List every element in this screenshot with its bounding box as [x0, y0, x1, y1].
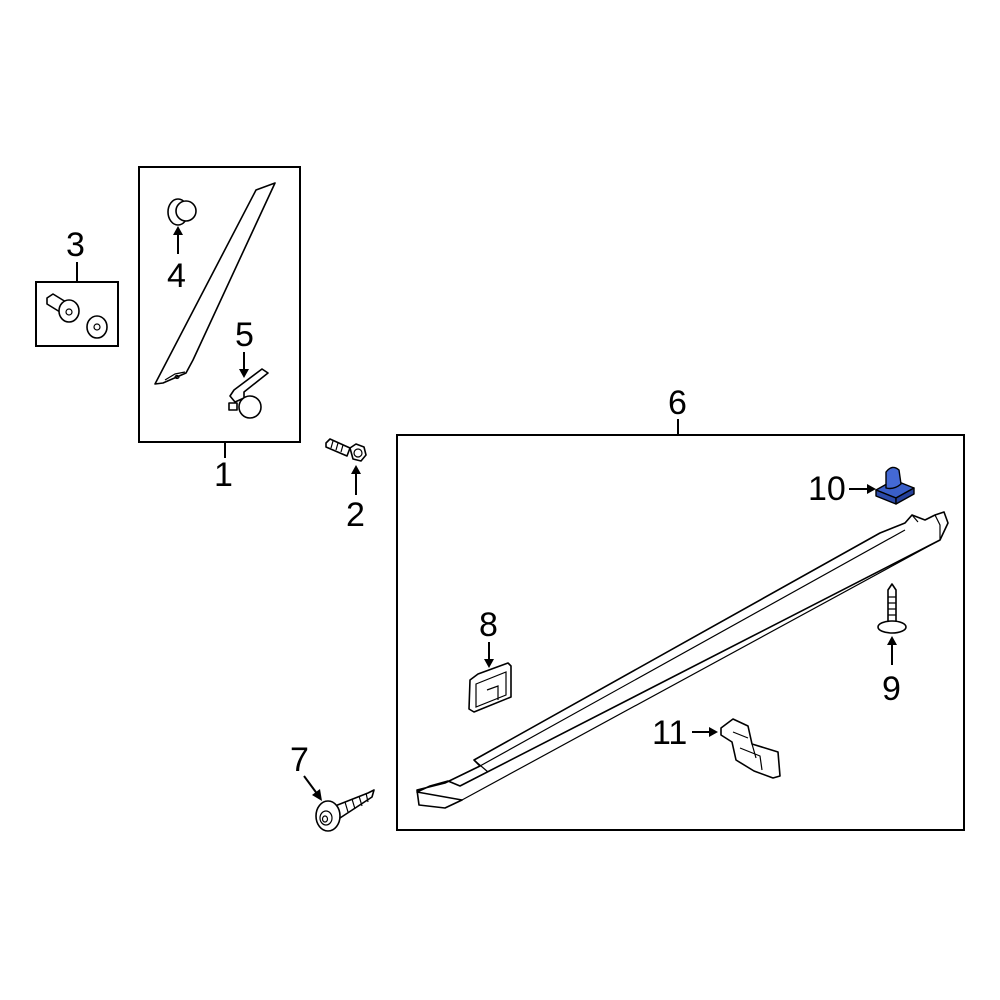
- push-pin-icon: [167, 198, 197, 226]
- pillar-molding-icon: [154, 182, 276, 385]
- part-3-group[interactable]: 3: [35, 226, 119, 347]
- callout-5[interactable]: 5: [235, 316, 254, 354]
- bracket-pad-icon: [468, 662, 512, 713]
- arrowhead-icon: [351, 465, 361, 474]
- tapping-screw-icon: [315, 789, 375, 832]
- retainer-nut-icon: [875, 466, 915, 505]
- callout-7[interactable]: 7: [290, 741, 309, 779]
- part-6-box: [396, 434, 965, 831]
- callout-10[interactable]: 10: [808, 470, 846, 508]
- arrowhead-icon: [867, 484, 876, 494]
- callout-9[interactable]: 9: [882, 670, 901, 708]
- arrowhead-icon: [173, 226, 183, 235]
- molding-clip-icon: [228, 368, 269, 419]
- part-1-box: [138, 166, 301, 443]
- flange-screw-icon: [877, 583, 907, 634]
- callout-1[interactable]: 1: [214, 456, 233, 494]
- callout-6[interactable]: 6: [668, 384, 687, 422]
- mounting-bracket-icon: [720, 718, 781, 779]
- arrowhead-icon: [709, 727, 718, 737]
- part-6-group[interactable]: 6 10 9 8: [396, 384, 965, 831]
- washer-icon: [86, 315, 108, 339]
- arrowhead-icon: [312, 789, 322, 801]
- callout-3[interactable]: 3: [66, 226, 85, 264]
- callout-8[interactable]: 8: [479, 606, 498, 644]
- rivet-icon: [46, 293, 80, 323]
- arrowhead-icon: [887, 636, 897, 645]
- callout-11[interactable]: 11: [652, 714, 687, 752]
- arrowhead-icon: [484, 659, 494, 668]
- part-7-screw[interactable]: 7: [290, 741, 375, 832]
- callout-4[interactable]: 4: [167, 257, 186, 295]
- running-board-icon: [416, 511, 949, 809]
- part-1-group[interactable]: 1 4 5: [138, 166, 301, 494]
- callout-7-arrow: [303, 775, 319, 796]
- part-2-bolt[interactable]: 2: [325, 438, 367, 534]
- hex-bolt-icon: [325, 438, 367, 462]
- arrowhead-icon: [239, 369, 249, 378]
- callout-2[interactable]: 2: [346, 496, 365, 534]
